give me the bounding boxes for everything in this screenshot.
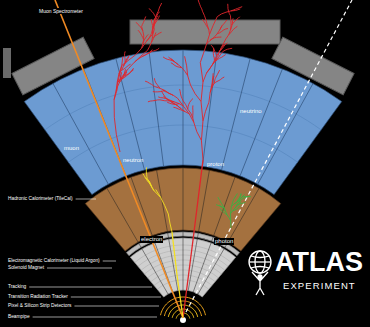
muon-chamber-edge [3,48,11,78]
photon-shower [231,193,238,228]
leader-line [76,199,96,200]
particle-label: photon [214,238,234,245]
particle-label: electron [140,236,163,243]
particle-label: neutron [123,157,143,164]
hadron-shower [148,100,160,102]
hadron-shower [163,57,174,62]
hadron-shower [217,9,240,17]
logo-wordmark: ATLAS [275,246,363,278]
part-label: Solenoid Magnet [8,265,44,271]
sector-line [157,170,178,290]
tile-module-line [149,52,163,166]
hadron-shower [188,99,193,110]
pixel-layer [161,297,206,315]
hadron-shower [153,13,158,34]
hadron-shower [231,17,240,26]
hadron-shower [228,4,231,16]
hadron-shower [122,34,153,65]
proton-track [183,160,203,318]
figure-head [258,275,262,279]
globe [249,251,271,273]
sector-line [193,177,235,292]
part-label: Hadronic Calorimeter (TileCal) [8,196,73,202]
part-label: Muon Spectrometer [38,8,84,14]
sector-line [198,188,259,294]
part-label: Transition Radiation Tracker [8,294,68,300]
photon-shower [231,199,242,213]
hadron-shower [173,107,184,111]
hadron-shower [171,58,188,75]
hadron-shower [210,70,219,92]
tile-module-line [222,58,251,169]
globe-parallels [251,256,269,268]
leader-line [29,287,152,288]
hadron-shower [142,27,144,49]
figure-body [252,272,268,295]
tile-module-line [240,69,282,176]
hadron-shower [211,45,216,56]
hadron-shower [157,3,161,13]
tile-module-line [258,83,313,184]
hadron-shower [134,50,152,63]
electron-shower [146,167,147,178]
hadron-shower [203,73,213,121]
particle-label: proton [207,161,224,168]
sector-line [131,177,173,292]
hadron-shower [200,63,203,160]
hadron-shower [200,17,217,63]
tile-module-line [183,50,184,165]
hadron-shower [202,11,209,34]
part-label: Pixel & Silicon Strip Detectors [8,303,71,309]
part-label: Tracking [8,284,26,290]
particle-label: muon [64,145,79,152]
electron-track [172,232,183,318]
hadron-shower [169,100,189,113]
hadron-shower [198,0,202,11]
muon-track [55,0,183,318]
leader-line [74,306,159,307]
hadron-shower [156,87,178,98]
hadron-shower [149,48,159,52]
hadron-shower [180,89,184,101]
hadron-shower [207,25,223,44]
hadron-shower [142,16,146,26]
leader-line [33,317,157,318]
electron-shower [156,189,172,232]
hadron-shower [147,21,156,41]
atlas-globe-icon [249,251,271,295]
hadron-shower [152,32,161,38]
detector-layers [3,20,354,323]
part-label: Electromagnetic Calorimeter (Liquid Argo… [8,258,100,264]
sector-line [183,168,184,290]
globe-equator [249,261,271,262]
hadron-shower [149,8,156,17]
tile-module-line [53,83,108,184]
particle-label: neutrino [240,108,262,115]
tile-module-line [116,58,145,169]
leader-line [103,261,116,262]
hadron-shower [221,48,232,53]
logo-subtitle: EXPERIMENT [283,280,356,291]
hadron-shower [148,30,155,51]
leader-line [47,268,112,269]
part-label: Beampipe [8,314,30,320]
hadron-shower [114,65,122,152]
hadron-shower [177,98,201,140]
hadron-shower [153,91,165,92]
photon-shower [222,205,230,221]
sector-line [188,170,209,290]
hadron-shower [226,16,231,39]
hadron-shower [185,56,201,101]
hadron-shower [151,19,152,30]
hadron-shower [145,81,156,87]
hadron-shower [118,50,148,82]
leader-line [71,297,161,298]
photon-shower [218,197,222,205]
